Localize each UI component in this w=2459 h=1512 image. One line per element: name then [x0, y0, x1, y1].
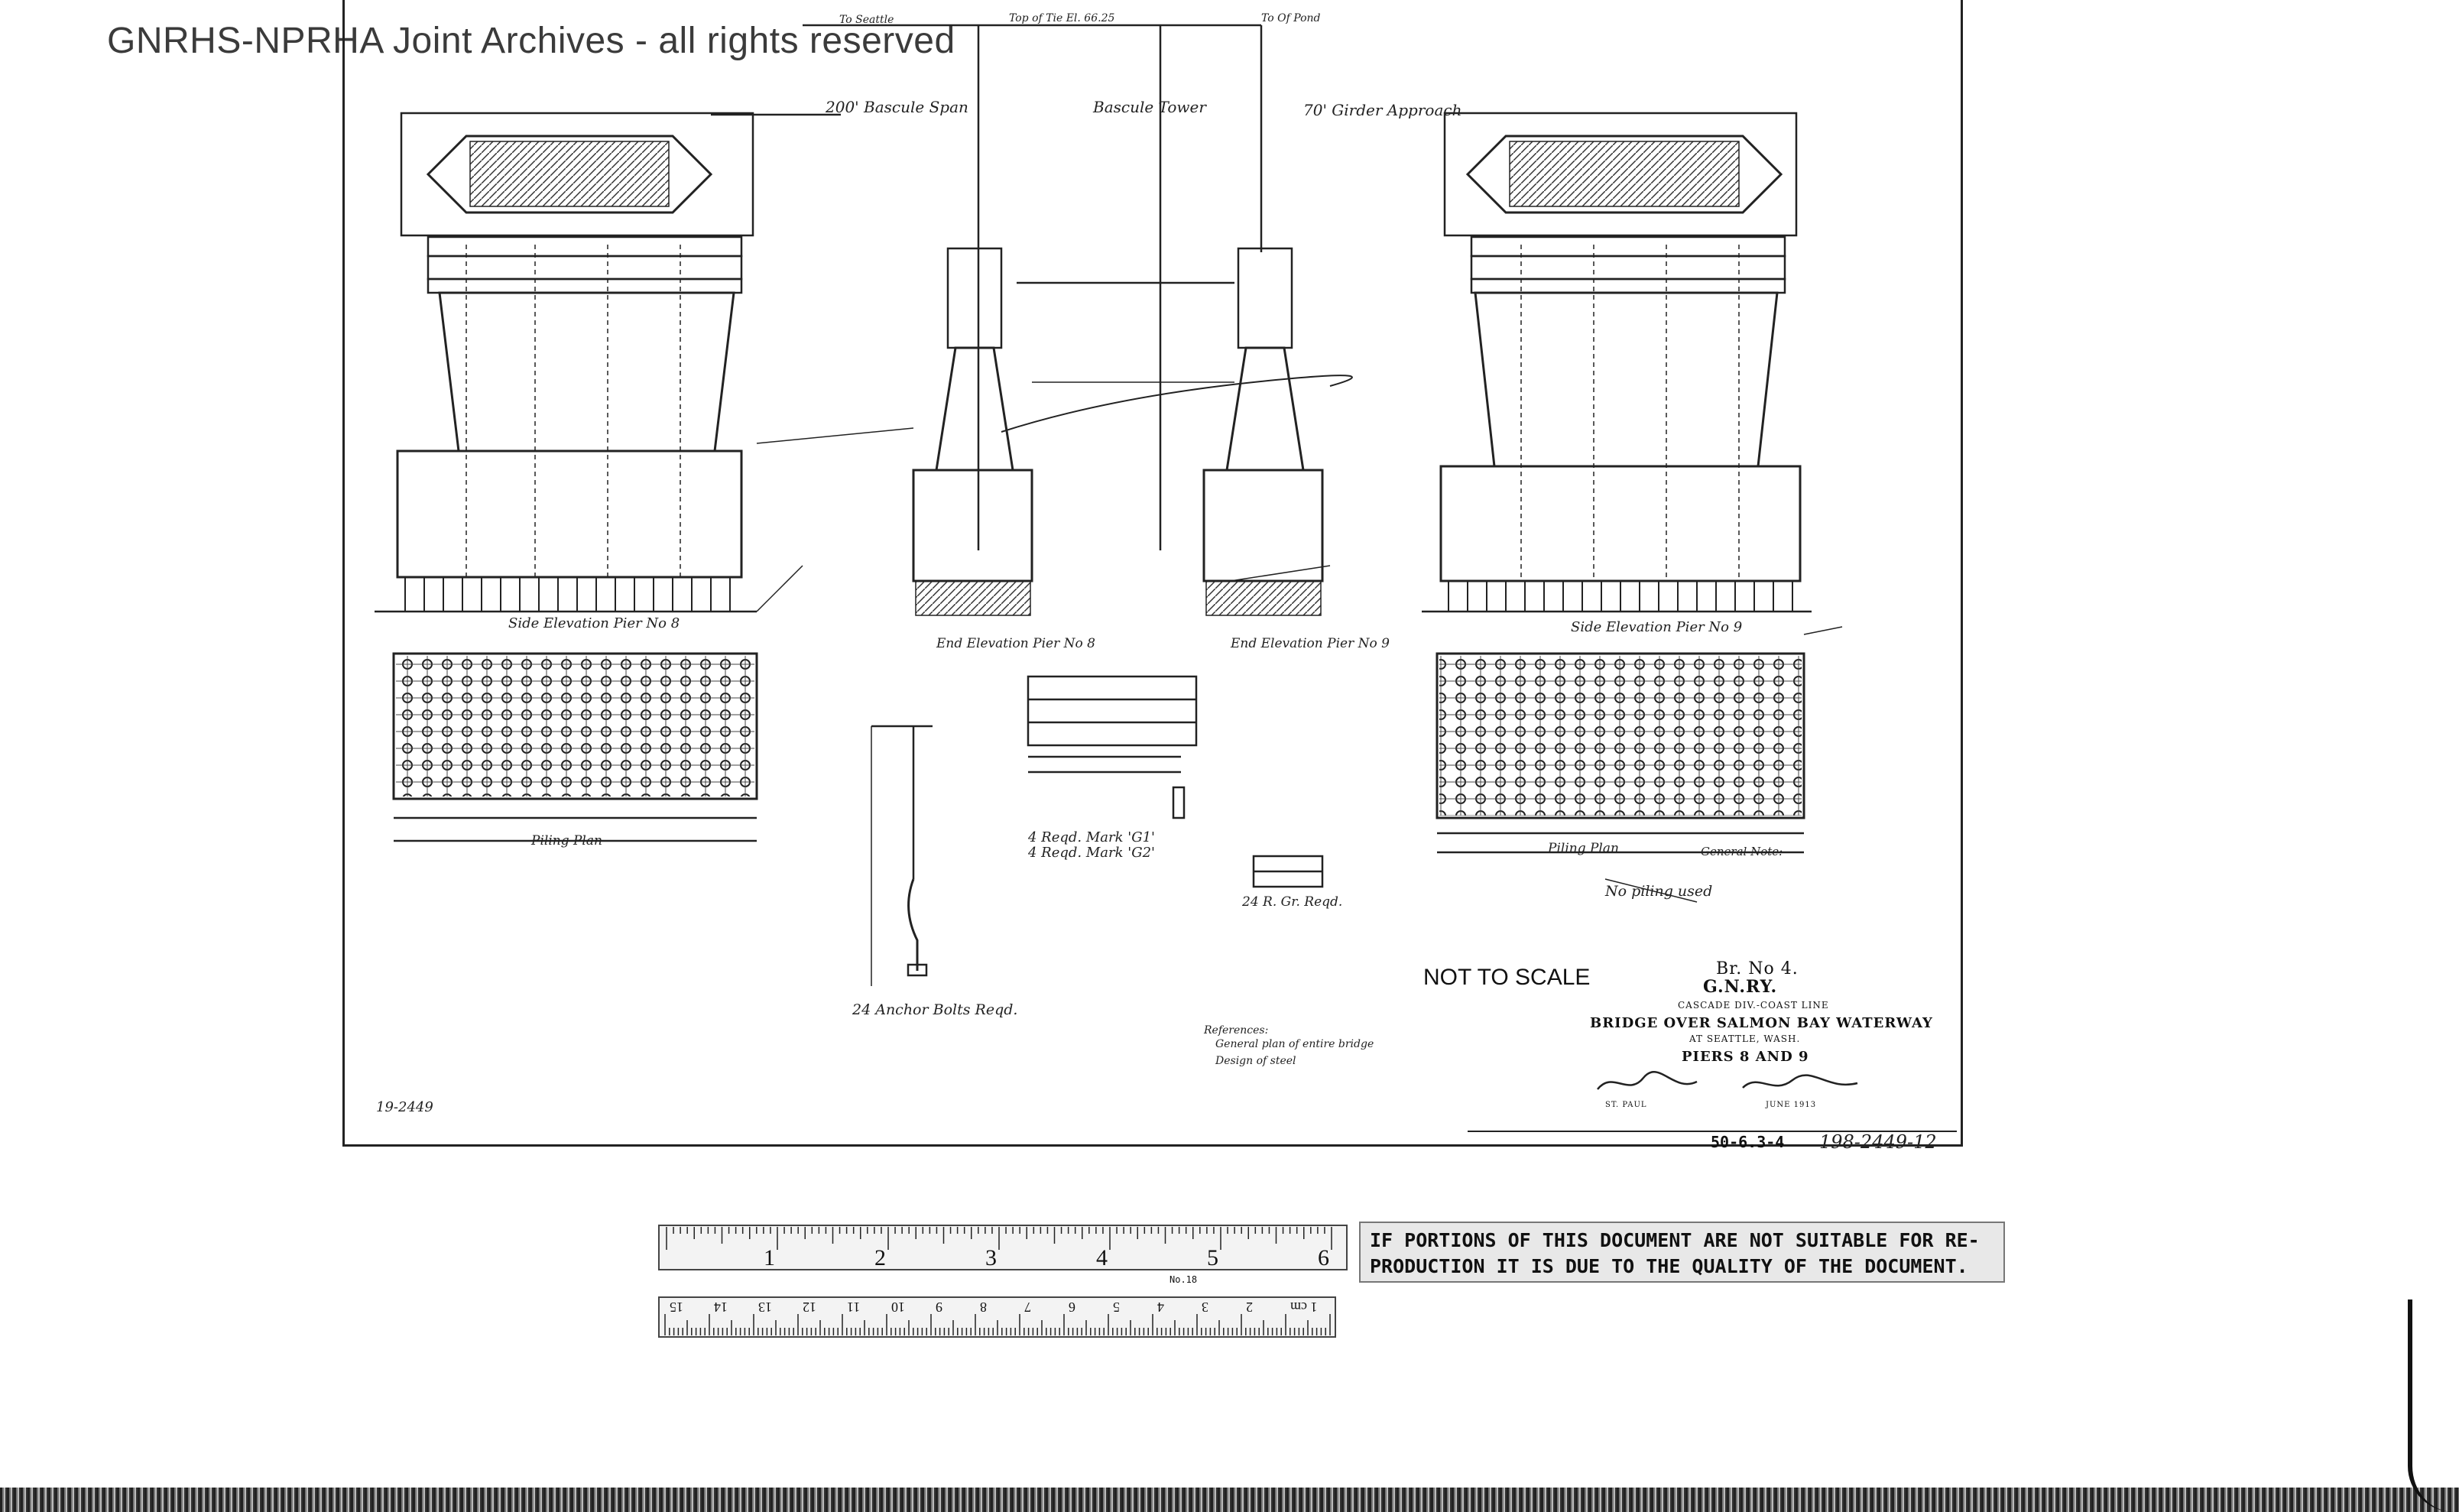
bridge-number: Br. No 4.: [1716, 959, 1799, 978]
location-line: AT SEATTLE, WASH.: [1689, 1033, 1801, 1044]
ruler-number: No.18: [1169, 1274, 1198, 1285]
cm-label: 11: [847, 1299, 861, 1315]
cm-label: 8: [980, 1299, 987, 1315]
cm-label: 15: [670, 1299, 683, 1315]
cm-ruler: 15 14 13 12 11 10 9 8 7 6 5 4 3 2 1 cm: [659, 1297, 1335, 1337]
not-to-scale-stamp: NOT TO SCALE: [1423, 965, 1591, 990]
cm-label: 5: [1113, 1299, 1120, 1315]
office-label: ST. PAUL: [1605, 1101, 1647, 1109]
cm-label: 13: [758, 1299, 772, 1315]
inch-label: 2: [874, 1245, 886, 1270]
inch-label: 6: [1318, 1245, 1329, 1270]
signature-marks: [1597, 1071, 1858, 1090]
sheet-number: 50-6.3-4: [1711, 1133, 1785, 1151]
cm-label: 12: [803, 1299, 816, 1315]
archive-watermark: GNRHS-NPRHA Joint Archives - all rights …: [107, 21, 955, 61]
notice-line-1: IF PORTIONS OF THIS DOCUMENT ARE NOT SUI…: [1370, 1229, 1980, 1251]
cm-label: 6: [1069, 1299, 1075, 1315]
to-of-pond-label: To Of Pond: [1261, 12, 1321, 24]
bridge-name: BRIDGE OVER SALMON BAY WATERWAY: [1590, 1015, 1933, 1031]
cm-label: 3: [1202, 1299, 1208, 1315]
mark-g2-schedule: 4 Reqd. Mark 'G2': [1028, 845, 1155, 861]
drawing-sheet: [342, 0, 1963, 1147]
cm-label: 1 cm: [1290, 1299, 1318, 1315]
reference-1: General plan of entire bridge: [1215, 1038, 1374, 1050]
bascule-tower-label: Bascule Tower: [1093, 98, 1206, 116]
drawing-subject: PIERS 8 AND 9: [1682, 1049, 1809, 1065]
side-elevation-pier8-label: Side Elevation Pier No 8: [508, 615, 680, 631]
piling-plan-left-label: Piling Plan: [531, 833, 602, 848]
inch-label: 4: [1096, 1245, 1108, 1270]
piling-plan-right-label: Piling Plan: [1548, 841, 1619, 856]
inch-label: 5: [1207, 1245, 1218, 1270]
mark-g1-schedule: 4 Reqd. Mark 'G1': [1028, 829, 1155, 845]
top-of-tie-label: Top of Tie El. 66.25: [1009, 12, 1115, 24]
no-piling-used-label: No piling used: [1605, 883, 1713, 900]
anchor-bolts-schedule: 24 Anchor Bolts Reqd.: [852, 1001, 1018, 1018]
left-file-mark: 19-2449: [376, 1099, 433, 1115]
end-elevation-pier9-label: End Elevation Pier No 9: [1231, 636, 1390, 651]
page-curl-edge: [2408, 1299, 2459, 1512]
side-elevation-pier9-label: Side Elevation Pier No 9: [1571, 619, 1743, 635]
reproduction-notice: IF PORTIONS OF THIS DOCUMENT ARE NOT SUI…: [1359, 1222, 2005, 1283]
inch-label: 1: [764, 1245, 775, 1270]
scan-edge-band: [0, 1488, 2459, 1512]
reference-2: Design of steel: [1215, 1055, 1296, 1067]
end-elevation-pier8-label: End Elevation Pier No 8: [936, 636, 1095, 651]
grillage-schedule: 24 R. Gr. Reqd.: [1242, 894, 1343, 910]
file-number: 198-2449-12: [1819, 1131, 1937, 1153]
inch-label: 3: [985, 1245, 997, 1270]
cm-label: 14: [714, 1299, 728, 1315]
cm-label: 4: [1157, 1299, 1164, 1315]
railway-name: G.N.RY.: [1703, 977, 1778, 997]
cm-label: 2: [1246, 1299, 1253, 1315]
division-line: CASCADE DIV.-COAST LINE: [1678, 1000, 1829, 1011]
general-note-title: General Note:: [1701, 845, 1783, 858]
to-seattle-label: To Seattle: [839, 14, 894, 26]
references-title: References:: [1204, 1024, 1269, 1037]
cm-label: 7: [1024, 1299, 1031, 1315]
cm-label: 10: [891, 1299, 905, 1315]
date-label: JUNE 1913: [1766, 1101, 1817, 1109]
cm-label: 9: [936, 1299, 942, 1315]
notice-line-2: PRODUCTION IT IS DUE TO THE QUALITY OF T…: [1370, 1255, 1968, 1277]
bascule-span-label: 200' Bascule Span: [826, 98, 968, 116]
inch-ruler: 1 2 3 4 5 6: [659, 1225, 1347, 1270]
girder-approach-label: 70' Girder Approach: [1303, 101, 1462, 119]
